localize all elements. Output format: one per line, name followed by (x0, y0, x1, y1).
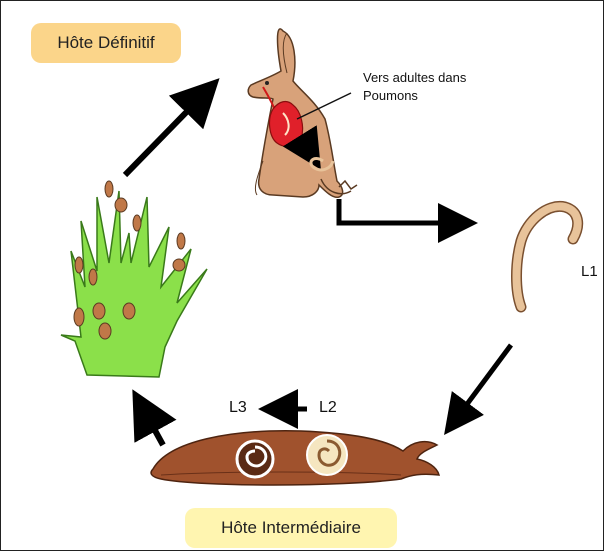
arrow-slug-to-grass (141, 405, 163, 445)
l1-larva-illustration (517, 206, 578, 307)
arrow-hare-to-l1 (339, 199, 463, 223)
intermediate-host-label: Hôte Intermédiaire (185, 508, 397, 548)
hare-illustration (248, 29, 357, 197)
l1-label: L1 (581, 263, 598, 280)
l2-label: L2 (319, 399, 337, 417)
arrow-l1-to-slug (453, 345, 511, 423)
definitive-host-label: Hôte Définitif (31, 23, 181, 63)
grass-illustration (61, 181, 207, 377)
l3-label: L3 (229, 399, 247, 417)
adult-worms-line2: Poumons (363, 87, 503, 105)
slug-illustration (151, 431, 439, 485)
adult-worms-line1: Vers adultes dans (363, 69, 503, 87)
arrow-grass-to-hare (125, 91, 207, 175)
adult-worms-note: Vers adultes dans Poumons (363, 69, 503, 105)
